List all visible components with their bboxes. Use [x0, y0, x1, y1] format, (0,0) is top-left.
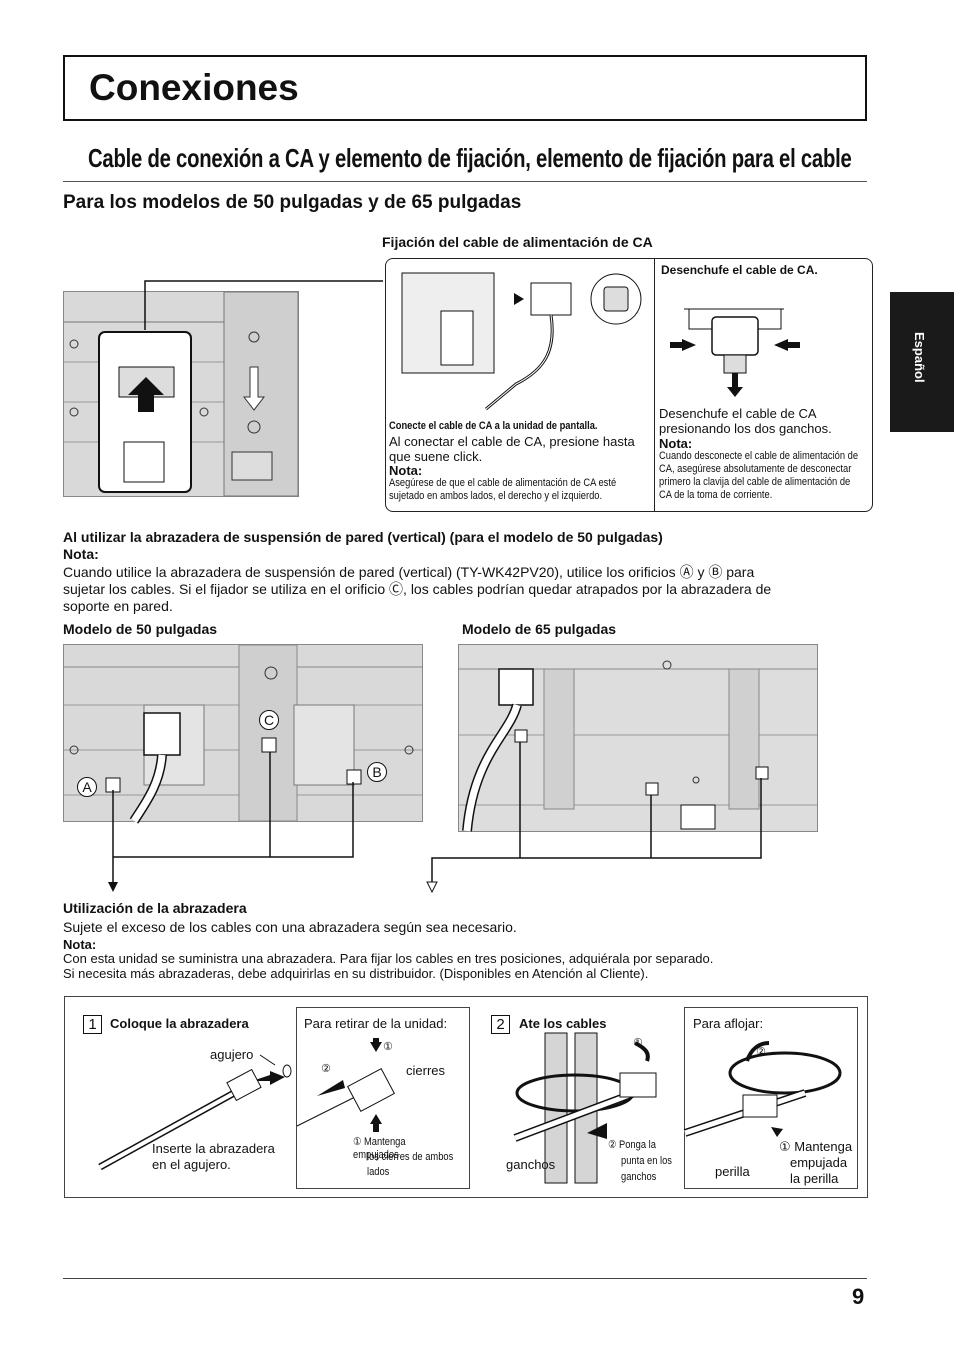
loosen-hold-line2: empujada — [790, 1155, 848, 1170]
box-divider — [654, 259, 655, 511]
loosen-title: Para aflojar: — [693, 1016, 764, 1031]
wall-bracket-note-line1: Cuando utilice la abrazadera de suspensi… — [63, 564, 755, 580]
display-back-illustration — [63, 291, 299, 497]
step-1-insert-line1: Inserte la abrazadera — [152, 1141, 275, 1156]
ac-fixing-heading: Fijación del cable de alimentación de CA — [382, 234, 653, 250]
subsection-title: Para los modelos de 50 pulgadas y de 65 … — [63, 192, 522, 213]
step-1-illustration — [98, 1054, 292, 1171]
step-1-hole-label: agujero — [210, 1047, 254, 1062]
language-tab-label: Español — [912, 332, 927, 383]
remove-box: Para retirar de la unidad: ① cierres ② ①… — [296, 1007, 470, 1189]
step-1-number: 1 — [83, 1015, 102, 1034]
language-tab: Español — [890, 292, 954, 432]
remove-num2: ② — [321, 1063, 331, 1075]
unplug-illustration — [670, 308, 800, 397]
hole-a-label: A — [77, 777, 97, 797]
step-2-hooks-label: ganchos — [506, 1157, 556, 1172]
wall-bracket-heading: Al utilizar la abrazadera de suspensión … — [63, 529, 663, 545]
wall-bracket-note-line2: sujetar los cables. Si el fijador se uti… — [63, 581, 772, 597]
remove-hold-line3: lados — [367, 1166, 390, 1178]
connect-title: Conecte el cable de CA a la unidad de pa… — [389, 420, 598, 432]
step-2-tip-line3: ganchos — [621, 1171, 657, 1183]
remove-num1: ① — [383, 1041, 393, 1053]
connect-illustration — [401, 272, 642, 411]
loosen-box: Para aflojar: ② perilla ① Mantenga empuj… — [683, 1007, 858, 1189]
unplug-text: Desenchufe el cable de CA presionando lo… — [659, 406, 832, 436]
loosen-illustration — [683, 1041, 842, 1137]
hole-connector-lines — [108, 742, 762, 894]
model-50-label: Modelo de 50 pulgadas — [63, 621, 218, 637]
step-1-insert-line2: en el agujero. — [152, 1157, 231, 1172]
clamp-note-line2: Si necesita más abrazaderas, debe adquir… — [63, 966, 649, 981]
loosen-num2: ② — [756, 1046, 766, 1058]
section-title: Cable de conexión a CA y elemento de fij… — [88, 143, 852, 173]
step-2-title: Ate los cables — [519, 1016, 607, 1031]
wall-bracket-note-label: Nota: — [63, 546, 99, 562]
unplug-note: Cuando desconecte el cable de alimentaci… — [659, 450, 859, 501]
clamp-note-label: Nota: — [63, 937, 97, 952]
unplug-note-label: Nota: — [659, 436, 693, 451]
callout-line — [144, 280, 383, 330]
hole-b-label: B — [367, 762, 387, 782]
remove-title: Para retirar de la unidad: — [304, 1016, 448, 1031]
unplug-title: Desenchufe el cable de CA. — [661, 263, 818, 277]
step-2-tip-line2: punta en los — [621, 1155, 672, 1167]
model-65-drawing — [459, 660, 817, 832]
model-65-label: Modelo de 65 pulgadas — [462, 621, 617, 637]
model-50-drawing — [64, 644, 422, 824]
remove-illustration — [296, 1038, 396, 1132]
model-50-illustration — [63, 644, 423, 824]
hole-c-label: C — [259, 710, 279, 730]
clamp-heading: Utilización de la abrazadera — [63, 900, 247, 916]
remove-hold-line2: los cierres de ambos — [367, 1151, 454, 1163]
remove-closures-label: cierres — [406, 1063, 446, 1078]
step-2-illustration — [513, 1032, 657, 1184]
footer-divider — [63, 1278, 867, 1279]
page-title: Conexiones — [89, 67, 299, 108]
connect-note-label: Nota: — [389, 463, 423, 478]
step-2-number: 2 — [491, 1015, 510, 1034]
connect-note: Asegúrese de que el cable de alimentació… — [389, 477, 617, 502]
ac-fixing-box: Conecte el cable de CA a la unidad de pa… — [385, 258, 873, 512]
wall-bracket-note-line3: soporte en pared. — [63, 598, 173, 614]
section-divider — [63, 181, 867, 182]
page-title-box: Conexiones — [63, 55, 867, 121]
page-number: 9 — [852, 1284, 865, 1309]
step-2-tip-line1: ② Ponga la — [608, 1139, 656, 1151]
step-1-title: Coloque la abrazadera — [110, 1016, 249, 1031]
loosen-knob-label: perilla — [715, 1164, 750, 1179]
clamp-note-line1: Con esta unidad se suministra una abraza… — [63, 951, 714, 966]
clamp-steps-frame: 1 Coloque la abrazadera agujero Inserte … — [64, 996, 868, 1198]
connect-text: Al conectar el cable de CA, presione has… — [389, 434, 635, 464]
model-65-illustration — [458, 644, 818, 832]
clamp-text: Sujete el exceso de los cables con una a… — [63, 919, 517, 935]
loosen-hold-line3: la perilla — [790, 1171, 839, 1186]
display-back-drawing — [64, 291, 299, 497]
remove-hold-line1: ① Mantenga empujados — [353, 1136, 406, 1161]
loosen-hold-line1: ① Mantenga — [779, 1139, 853, 1154]
